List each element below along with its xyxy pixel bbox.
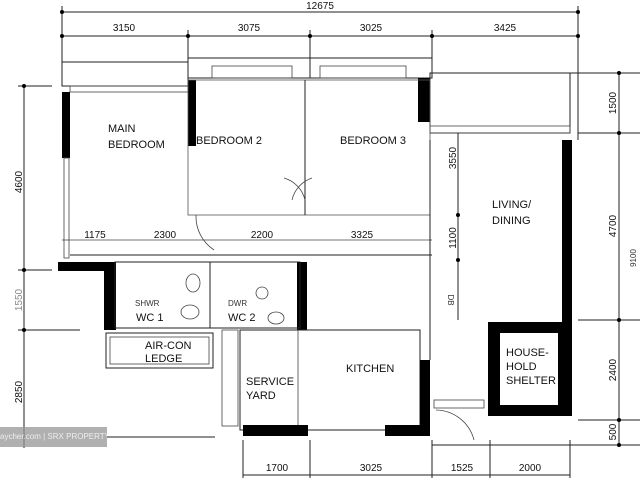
dim-right-3: 2400 [608,358,619,381]
left-dimensions: 4600 1550 2850 [14,84,80,448]
service-yard-label-1: SERVICE [246,376,294,388]
living-label-2: DINING [492,215,531,227]
dim-inner-2: 2300 [154,230,177,241]
dim-inner-3: 2200 [251,230,274,241]
dim-right-2: 4700 [608,214,619,237]
wc1-label-1: SHWR [135,299,160,308]
dim-living-2: 1100 [448,227,459,249]
aircon-label-1: AIR-CON [145,340,192,352]
bedroom2-label: BEDROOM 2 [196,135,262,147]
aircon-label-2: LEDGE [145,353,182,365]
dim-left-1: 4600 [14,170,25,193]
inner-dimensions: 1175 2300 2200 3325 3550 1100 DB [84,133,460,320]
dim-bottom-4: 2000 [519,463,542,474]
dim-top-2: 3075 [238,23,261,34]
overall-width-label: 12675 [306,1,334,12]
dim-inner-1: 1175 [84,230,106,241]
kitchen-label: KITCHEN [346,363,394,375]
dim-top-4: 3425 [494,23,517,34]
top-dimensions: 12675 3150 3075 3025 3425 [60,1,580,140]
dim-bottom-3: 1525 [451,463,474,474]
main-bedroom-label-1: MAIN [108,123,136,135]
main-bedroom-label-2: BEDROOM [108,139,165,151]
shelter-label-2: HOLD [506,361,537,373]
dim-left-3: 2850 [14,380,25,403]
right-dimensions: 1500 4700 2400 500 9100 [432,71,640,447]
dim-top-1: 3150 [113,23,136,34]
living-label-1: LIVING/ [492,199,532,211]
dim-top-3: 3025 [360,23,383,34]
wc2-label-1: DWR [228,299,247,308]
watermark: aycher.com | SRX PROPERTY [0,427,107,447]
bedroom3-label: BEDROOM 3 [340,135,406,147]
bottom-dimensions: 1700 3025 1525 2000 [107,436,571,478]
dim-left-2: 1550 [14,288,25,311]
dim-right-total: 9100 [629,249,638,267]
db-label: DB [446,294,455,305]
dim-right-4: 500 [608,423,619,440]
shelter-label-1: HOUSE- [506,347,549,359]
dim-right-1: 1500 [608,91,619,114]
dim-bottom-1: 1700 [266,463,289,474]
dim-inner-4: 3325 [351,230,374,241]
room-labels: MAIN BEDROOM BEDROOM 2 BEDROOM 3 LIVING/… [108,123,556,402]
dim-living-1: 3550 [448,146,459,169]
shelter-label-3: SHELTER [506,375,556,387]
dim-bottom-2: 3025 [360,463,383,474]
wc2-label-2: WC 2 [228,312,256,324]
wc1-label-2: WC 1 [136,312,164,324]
service-yard-label-2: YARD [246,390,276,402]
walls [58,57,572,441]
